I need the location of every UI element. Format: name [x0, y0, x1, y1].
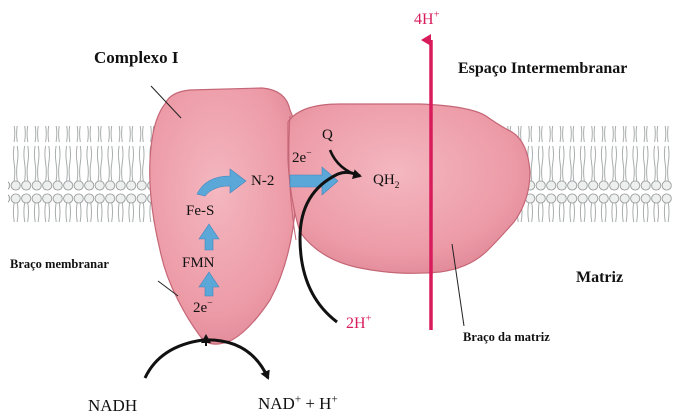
intermembrane-space-label: Espaço Intermembranar: [458, 61, 627, 77]
membrane-bilayer-left: [8, 126, 158, 222]
membrane-arm-label: Braço membranar: [10, 258, 109, 271]
protons-uptake-label: 2H+: [346, 316, 371, 332]
complex-title: Complexo I: [94, 49, 179, 66]
membrane-arm-shape: [150, 88, 300, 344]
ubiquinone-label: Q: [322, 128, 333, 143]
fes-cluster-label: Fe-S: [186, 204, 214, 219]
ubiquinol-label: QH2: [373, 173, 400, 188]
fmn-label: FMN: [182, 256, 215, 271]
electrons-top-label: 2e−: [292, 151, 312, 166]
matrix-arm-label: Braço da matriz: [463, 331, 550, 344]
nad-product-label: NAD+ + H+: [258, 395, 338, 412]
matrix-label: Matriz: [576, 270, 623, 286]
nadh-label: NADH: [88, 397, 137, 414]
electrons-bottom-label: 2e−: [193, 301, 213, 316]
n2-cluster-label: N-2: [251, 174, 274, 189]
protons-pumped-label: 4H+: [414, 12, 439, 28]
